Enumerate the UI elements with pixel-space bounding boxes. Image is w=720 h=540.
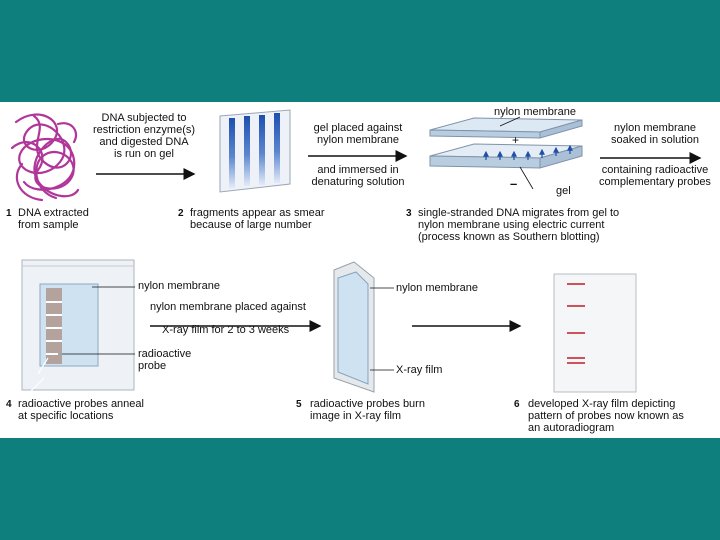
step4-caption: radioactive probes anneal at specific lo… bbox=[18, 398, 144, 422]
step5-number: 5 bbox=[296, 399, 302, 410]
southern-blot-figure: DNA subjected to restriction enzyme(s) a… bbox=[0, 102, 720, 438]
step4-membrane-label: nylon membrane bbox=[138, 280, 220, 292]
figure-artwork bbox=[10, 109, 702, 393]
step6-number: 6 bbox=[514, 399, 520, 410]
dna-tangle-icon bbox=[10, 113, 80, 202]
step5-membrane-label: nylon membrane bbox=[396, 282, 478, 294]
hybridization-bag-icon bbox=[21, 259, 135, 393]
step2-caption: fragments appear as smear because of lar… bbox=[190, 207, 325, 231]
step3-gel-label: gel bbox=[556, 185, 571, 197]
step4-probe-label: radioactive probe bbox=[138, 348, 192, 372]
autoradiogram-icon bbox=[553, 273, 637, 393]
gel-icon bbox=[219, 109, 291, 193]
step4-number: 4 bbox=[6, 399, 12, 410]
step3-minus-sign: – bbox=[510, 176, 518, 191]
step4-arrow-label-bottom: X-ray film for 2 to 3 weeks bbox=[162, 324, 290, 336]
step3-arrow-label-top: nylon membrane soaked in solution bbox=[610, 122, 700, 146]
step2-number: 2 bbox=[178, 208, 184, 219]
step4-arrow-label-top: nylon membrane placed against bbox=[150, 301, 306, 313]
step3-number: 3 bbox=[406, 208, 412, 219]
step3-plus-sign: + bbox=[512, 133, 520, 147]
step6-caption: developed X-ray film depicting pattern o… bbox=[528, 398, 684, 434]
step2-arrow-label-top: gel placed against nylon membrane bbox=[313, 122, 403, 146]
step2-arrow-label-bottom: and immersed in denaturing solution bbox=[311, 164, 405, 188]
step5-film-label: X-ray film bbox=[396, 364, 443, 376]
step1-arrow-label: DNA subjected to restriction enzyme(s) a… bbox=[92, 112, 196, 160]
step1-caption: DNA extracted from sample bbox=[18, 207, 89, 231]
step5-caption: radioactive probes burn image in X-ray f… bbox=[310, 398, 425, 422]
step3-caption: single-stranded DNA migrates from gel to… bbox=[418, 207, 620, 243]
step1-number: 1 bbox=[6, 208, 12, 219]
xray-film-stack-icon bbox=[333, 261, 394, 393]
step3-membrane-label: nylon membrane bbox=[494, 106, 576, 118]
blotting-sandwich-icon bbox=[429, 116, 583, 190]
step3-arrow-label-bottom: containing radioactive complementary pro… bbox=[599, 164, 711, 188]
